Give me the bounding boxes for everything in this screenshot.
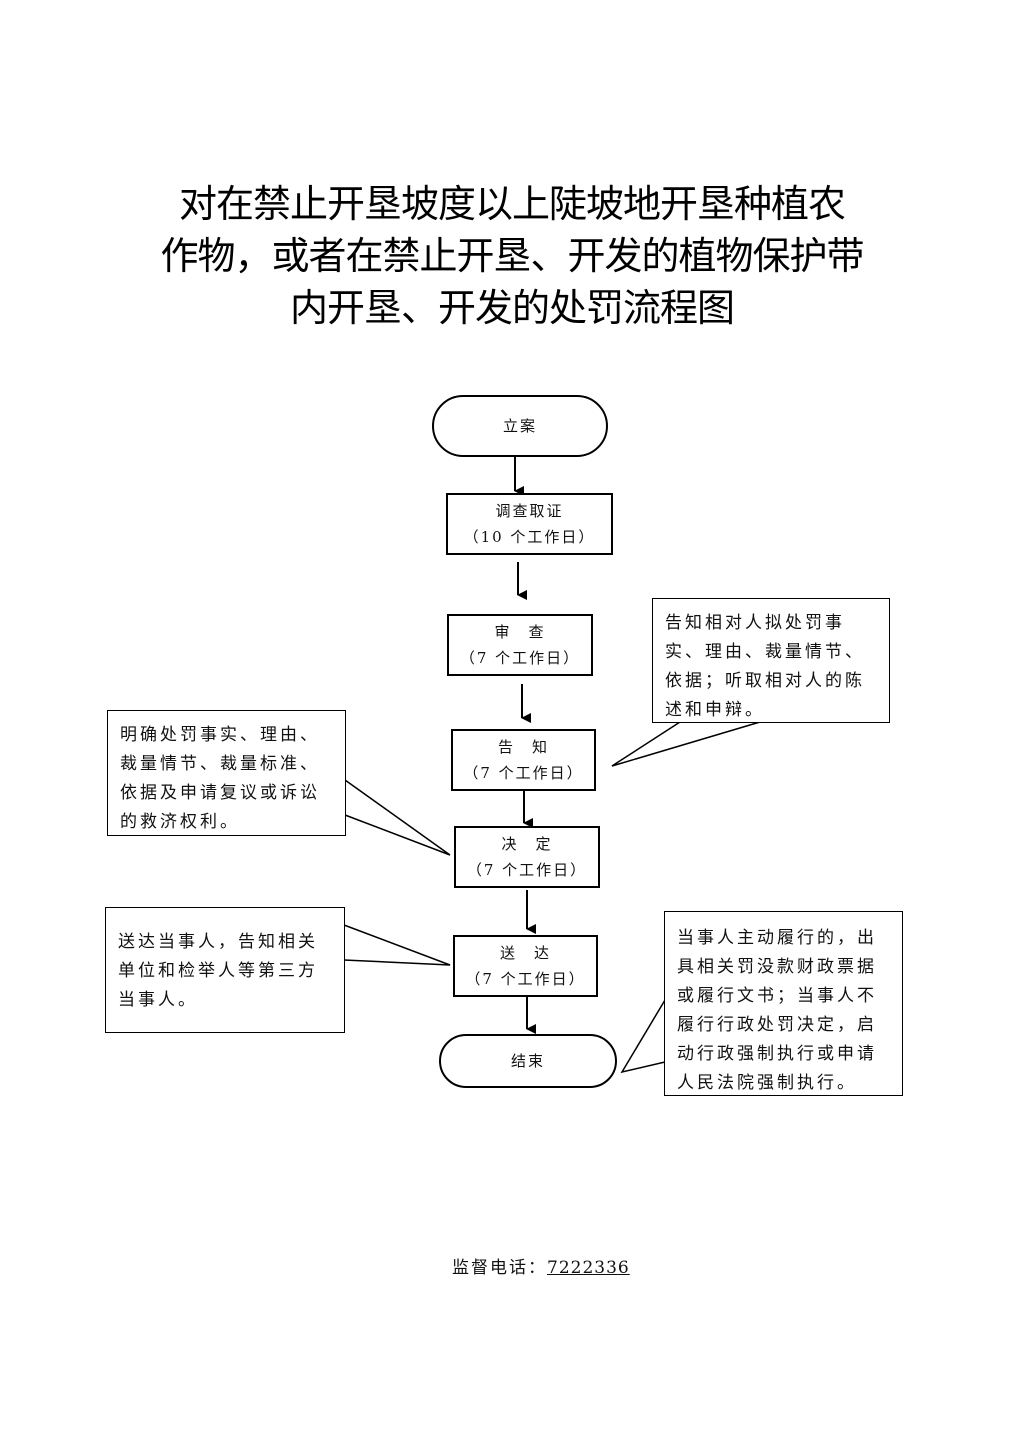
step-duration: （7 个工作日） xyxy=(465,970,586,988)
note-line: 依据；听取相对人的陈 xyxy=(665,671,865,691)
title-line-1: 对在禁止开垦坡度以上陡坡地开垦种植农 xyxy=(178,182,846,226)
note-line: 单位和检举人等第三方 xyxy=(118,961,318,981)
callout-tail-inform xyxy=(611,721,761,767)
step-decision: 决 定 （7 个工作日） xyxy=(454,826,600,888)
step-duration: （7 个工作日） xyxy=(459,649,581,667)
step-name: 审 查 xyxy=(494,623,546,641)
title-line-2: 作物，或者在禁止开垦、开发的植物保护带 xyxy=(160,234,864,278)
end-label: 结束 xyxy=(510,1052,545,1070)
step-duration: （7 个工作日） xyxy=(463,764,584,782)
note-line: 具相关罚没款财政票据 xyxy=(677,957,877,977)
note-line: 告知相对人拟处罚事 xyxy=(665,613,845,633)
callout-tail-delivery xyxy=(343,924,451,966)
end-node: 结束 xyxy=(439,1034,617,1088)
step-name: 调查取证 xyxy=(495,502,564,520)
callout-tail-decision xyxy=(344,779,451,856)
start-node: 立案 xyxy=(432,395,608,457)
title-line-3: 内开垦、开发的处罚流程图 xyxy=(289,286,735,330)
step-duration: （7 个工作日） xyxy=(466,861,588,879)
note-line: 或履行文书；当事人不 xyxy=(677,986,877,1006)
start-label: 立案 xyxy=(502,417,537,435)
note-line: 当事人主动履行的，出 xyxy=(677,928,877,948)
step-inform: 告 知 （7 个工作日） xyxy=(451,729,596,791)
note-line: 依据及申请复议或诉讼 xyxy=(120,783,320,803)
hotline-number: 7222336 xyxy=(547,1258,630,1278)
supervision-hotline: 监督电话：7222336 xyxy=(452,1253,630,1278)
step-name: 决 定 xyxy=(501,835,553,853)
hotline-label: 监督电话： xyxy=(452,1258,547,1278)
note-line: 送达当事人，告知相关 xyxy=(118,932,318,952)
step-delivery: 送 达 （7 个工作日） xyxy=(453,935,598,997)
note-end: 当事人主动履行的，出 具相关罚没款财政票据 或履行文书；当事人不 履行行政处罚决… xyxy=(664,911,903,1096)
note-inform: 告知相对人拟处罚事 实、理由、裁量情节、 依据；听取相对人的陈 述和申辩。 xyxy=(652,598,890,723)
step-duration: （10 个工作日） xyxy=(463,528,596,546)
note-line: 当事人。 xyxy=(118,990,198,1010)
note-delivery: 送达当事人，告知相关 单位和检举人等第三方 当事人。 xyxy=(105,907,345,1033)
step-name: 告 知 xyxy=(497,738,549,756)
note-line: 述和申辩。 xyxy=(665,700,765,720)
page-title: 对在禁止开垦坡度以上陡坡地开垦种植农 作物，或者在禁止开垦、开发的植物保护带 内… xyxy=(0,178,1024,334)
callout-tail-end xyxy=(620,999,666,1074)
note-line: 履行行政处罚决定，启 xyxy=(677,1015,877,1035)
step-investigate: 调查取证 （10 个工作日） xyxy=(446,493,613,555)
note-line: 明确处罚事实、理由、 xyxy=(120,725,320,745)
note-line: 的救济权利。 xyxy=(120,812,240,832)
step-name: 送 达 xyxy=(499,944,551,962)
note-decision: 明确处罚事实、理由、 裁量情节、裁量标准、 依据及申请复议或诉讼 的救济权利。 xyxy=(107,710,346,836)
step-review: 审 查 （7 个工作日） xyxy=(447,614,593,676)
note-line: 裁量情节、裁量标准、 xyxy=(120,754,320,774)
note-line: 动行政强制执行或申请 xyxy=(677,1044,877,1064)
note-line: 人民法院强制执行。 xyxy=(677,1073,857,1093)
note-line: 实、理由、裁量情节、 xyxy=(665,642,865,662)
